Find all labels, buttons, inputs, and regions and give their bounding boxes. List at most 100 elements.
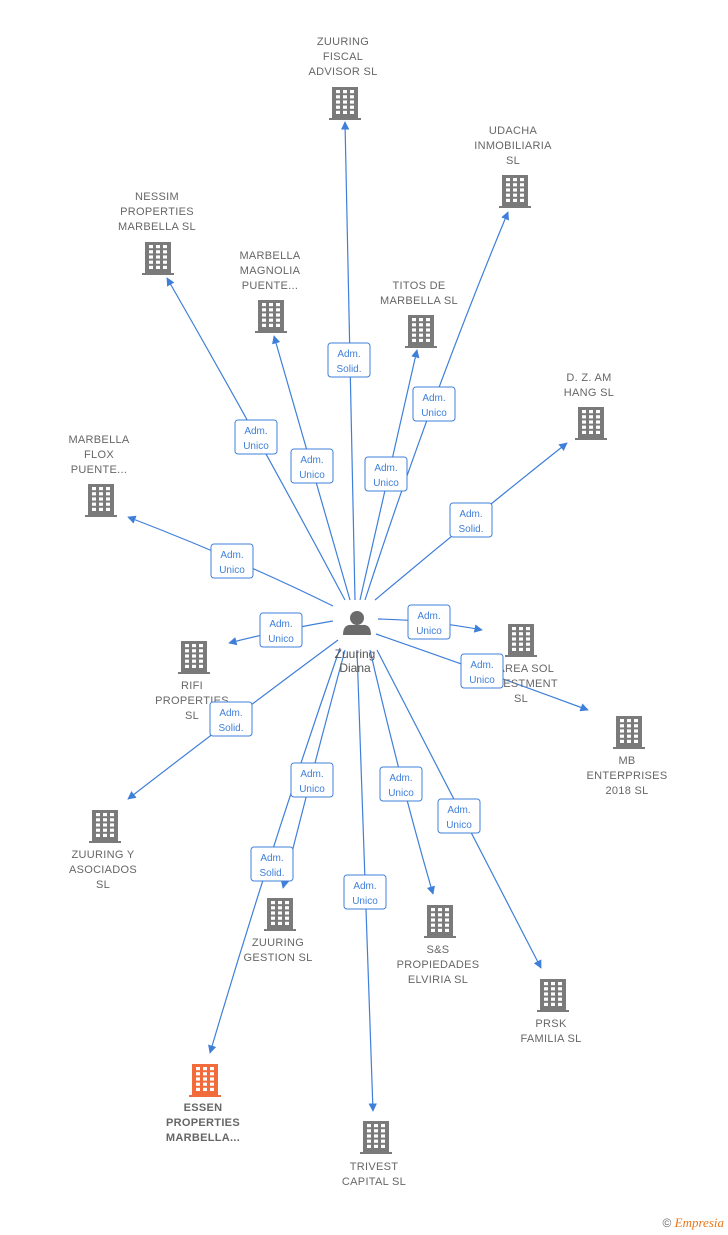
edge-label-box [412, 386, 456, 422]
company-node-dzam[interactable]: D. Z. AM HANG SL [564, 372, 614, 440]
edge-label-zuuring-asoc[interactable]: Adm.Solid. [209, 701, 253, 737]
center-person[interactable]: Zuuring Diana [335, 611, 376, 675]
edge-label-line: Adm. [219, 708, 242, 719]
edge-label-box [437, 798, 481, 834]
company-name-line: ZUURING [252, 937, 304, 949]
edge-label-marea[interactable]: Adm.Unico [407, 604, 451, 640]
company-node-zuuring-gest[interactable]: ZUURING GESTION SL [243, 898, 312, 964]
edge-label-dzam[interactable]: Adm.Solid. [449, 502, 493, 538]
company-name-line: MAGNOLIA [240, 265, 301, 277]
company-name-line: HANG SL [564, 387, 614, 399]
edge-label-line: Unico [469, 675, 495, 686]
company-name-line: PUENTE... [242, 280, 299, 292]
company-name-line: CAPITAL SL [342, 1176, 406, 1188]
company-name-line: NESSIM [135, 191, 179, 203]
edge-label-zuuring-fiscal[interactable]: Adm. Solid. [327, 342, 371, 378]
company-name-line: MARBELLA SL [118, 221, 196, 233]
building-icon [505, 624, 537, 657]
company-node-nessim[interactable]: NESSIM PROPERTIES MARBELLA SL [118, 191, 196, 275]
company-name-line: PROPERTIES [166, 1117, 240, 1129]
building-icon [85, 484, 117, 517]
building-icon [405, 315, 437, 348]
edge-label-line: Solid. [259, 868, 284, 879]
edge-labels-layer: Adm.Solid.Adm.UnicoAdm.UnicoAdm.UnicoAdm… [209, 342, 504, 910]
edge-label-line: Adm. [417, 611, 440, 622]
building-icon [360, 1121, 392, 1154]
building-icon [142, 242, 174, 275]
edge-label-line: Solid. [336, 364, 361, 375]
edge-label-box [210, 543, 254, 579]
building-icon [329, 87, 361, 120]
watermark: © Empresia [662, 1215, 724, 1231]
edge-label-zuuring-gest[interactable]: Adm.Unico [290, 762, 334, 798]
company-name-line: SL [506, 155, 520, 167]
company-name-line: MARBELLA [239, 250, 300, 262]
edge-label-line: Unico [421, 408, 447, 419]
company-name-line: MARBELLA SL [380, 295, 458, 307]
company-name-line: PUENTE... [71, 464, 128, 476]
edge-label-titos[interactable]: Adm.Unico [364, 456, 408, 492]
edge-label-box [259, 612, 303, 648]
edge-label-line: Unico [299, 470, 325, 481]
company-name-line: ASOCIADOS [69, 864, 137, 876]
company-name-line: UDACHA [489, 125, 538, 137]
edge-label-sys[interactable]: Adm.Unico [379, 766, 423, 802]
company-node-magnolia[interactable]: MARBELLA MAGNOLIA PUENTE... [239, 250, 301, 333]
company-node-prsk[interactable]: PRSK FAMILIA SL [520, 979, 581, 1045]
building-icon [499, 175, 531, 208]
edge-label-line: Adm. [337, 349, 360, 360]
edge-label-mb[interactable]: Adm.Unico [460, 653, 504, 689]
company-name-line: PROPIEDADES [397, 959, 480, 971]
edge-label-magnolia[interactable]: Adm.Unico [290, 448, 334, 484]
brand-logo[interactable]: Empresia [674, 1215, 724, 1230]
company-node-udacha[interactable]: UDACHA INMOBILIARIA SL [474, 125, 552, 208]
edge-label-line: Unico [388, 788, 414, 799]
company-name-line: TITOS DE [393, 280, 446, 292]
company-name-line: MARBELLA... [166, 1132, 240, 1144]
company-name-line: PROPERTIES [120, 206, 194, 218]
edge-label-essen[interactable]: Adm.Solid. [250, 846, 294, 882]
company-name-line: TRIVEST [350, 1161, 399, 1173]
company-name-line: ELVIRIA SL [408, 974, 468, 986]
company-name-line: INMOBILIARIA [474, 140, 552, 152]
company-name-line: RIFI [181, 680, 203, 692]
edge-label-trivest[interactable]: Adm.Unico [343, 874, 387, 910]
edge-label-line: Adm. [459, 509, 482, 520]
edge-label-box [364, 456, 408, 492]
building-icon [189, 1064, 221, 1097]
building-icon [178, 641, 210, 674]
edge-label-box [250, 846, 294, 882]
company-name-line: FAMILIA SL [520, 1033, 581, 1045]
company-name-line: GESTION SL [243, 952, 312, 964]
edge-label-flox[interactable]: Adm.Unico [210, 543, 254, 579]
company-name-line: PRSK [535, 1018, 567, 1030]
company-name-line: MARBELLA [68, 434, 129, 446]
company-name-line: ADVISOR SL [308, 66, 377, 78]
company-name-line: MB [618, 755, 635, 767]
company-name-line: ENTERPRISES [587, 770, 668, 782]
edge-label-nessim[interactable]: Adm.Unico [234, 419, 278, 455]
copyright-symbol: © [662, 1216, 672, 1230]
company-name-line: SL [514, 693, 528, 705]
company-node-essen[interactable]: ESSENPROPERTIESMARBELLA... [166, 1064, 240, 1144]
edge-label-line: Adm. [422, 393, 445, 404]
company-name-line: D. Z. AM [566, 372, 611, 384]
edge-label-prsk[interactable]: Adm.Unico [437, 798, 481, 834]
edge-label-box [290, 448, 334, 484]
edge-label-udacha[interactable]: Adm. Unico [412, 386, 456, 422]
company-name-line: FLOX [84, 449, 114, 461]
edge-label-box [449, 502, 493, 538]
edge-label-rifi[interactable]: Adm.Unico [259, 612, 303, 648]
company-name-line: SL [185, 710, 199, 722]
company-node-trivest[interactable]: TRIVEST CAPITAL SL [342, 1121, 406, 1188]
building-icon [537, 979, 569, 1012]
edge-label-line: Adm. [244, 426, 267, 437]
company-node-flox[interactable]: MARBELLA FLOX PUENTE... [68, 434, 130, 517]
company-node-titos[interactable]: TITOS DE MARBELLA SL [380, 280, 458, 348]
